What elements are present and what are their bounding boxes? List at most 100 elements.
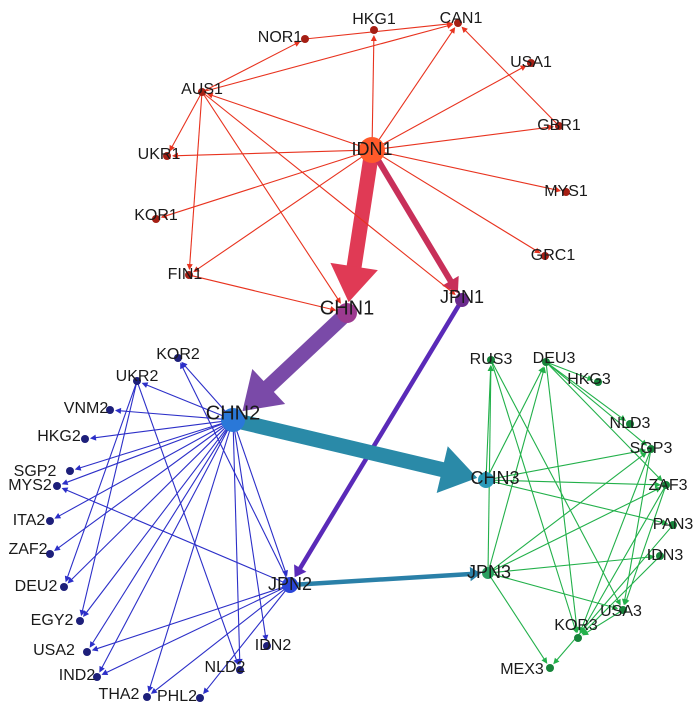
node-label-chn3: CHN3: [470, 468, 519, 488]
edge-usa3-kor3: [582, 610, 622, 636]
edge-line: [182, 367, 289, 581]
edge-idn1-kor1: [160, 151, 365, 219]
arrowhead: [656, 475, 663, 482]
arrowhead: [262, 634, 269, 642]
edge-chn2-egy2: [83, 425, 230, 618]
edge-line: [547, 363, 644, 443]
edge-chn2-sgp2: [74, 421, 227, 471]
arrowhead: [54, 545, 61, 552]
edge-aus1-jpn1: [203, 93, 456, 296]
edge-chn2-hkg2: [89, 420, 226, 441]
edge-line: [298, 302, 462, 570]
arrowhead: [330, 262, 378, 303]
edge-line: [491, 361, 619, 601]
edge-line: [203, 43, 296, 92]
node-can1: [454, 19, 462, 27]
edge-line: [171, 93, 202, 148]
node-label-jpn3: JPN3: [467, 562, 511, 582]
edge-line: [96, 585, 286, 650]
arrowhead: [54, 513, 62, 519]
edge-line: [490, 454, 643, 572]
edge-line: [106, 586, 286, 673]
edge-idn1-fin1: [193, 153, 366, 273]
arrowhead: [370, 34, 377, 42]
arrowhead: [186, 263, 193, 271]
edge-line: [189, 94, 203, 265]
edge-idn1-hkg1: [370, 34, 377, 143]
node-label-tha2: THA2: [99, 686, 140, 703]
edge-line: [101, 426, 231, 668]
node-label-ukr1: UKR1: [138, 146, 181, 163]
node-sgp3: [647, 445, 655, 453]
edge-line: [149, 426, 232, 688]
node-gbr1: [555, 122, 563, 130]
arrowhead: [329, 306, 337, 312]
node-label-phl2: PHL2: [157, 688, 197, 705]
edge-ukr2-egy2: [79, 383, 137, 617]
edge-line: [548, 362, 589, 379]
node-label-usa1: USA1: [510, 54, 552, 71]
node-ita2: [46, 517, 54, 525]
edge-jpn2-kor2: [180, 362, 289, 581]
arrowhead: [242, 368, 286, 412]
arrowhead: [442, 275, 459, 294]
edge-idn1-usa1: [378, 65, 527, 147]
edge-chn2-idn2: [233, 427, 269, 642]
node-chn2: [221, 408, 245, 432]
node-label-mex3: MEX3: [500, 661, 544, 678]
edge-chn2-deu2: [67, 424, 229, 584]
edge-line: [585, 557, 659, 631]
edge-idn1-mys1: [379, 151, 562, 193]
node-label-deu3: DEU3: [533, 350, 576, 367]
edge-jpn1-jpn2: [294, 302, 462, 578]
arrowhead: [640, 452, 648, 459]
edge-line: [624, 451, 652, 600]
node-label-jpn1: JPN1: [440, 287, 484, 307]
edge-line: [485, 370, 492, 476]
edge-line: [58, 423, 228, 549]
node-usa2: [83, 648, 91, 656]
node-idn3: [656, 552, 664, 560]
edge-rus3-usa3: [491, 361, 621, 606]
edge-deu3-zaf3: [547, 363, 663, 482]
label-layer: IDN1HKG1NOR1CAN1USA1AUS1GBR1UKR1MYS1KOR1…: [8, 10, 693, 705]
node-ukr1: [163, 152, 171, 160]
edge-line: [379, 126, 549, 150]
edge-aus1-chn1: [202, 93, 341, 304]
node-label-chn1: CHN1: [320, 297, 374, 319]
edge-chn2-mys2: [61, 422, 227, 485]
node-jpn3: [482, 567, 494, 579]
edge-line: [191, 275, 332, 310]
edge-line: [154, 587, 287, 691]
edge-line: [137, 383, 237, 661]
arrowhead: [160, 212, 168, 219]
node-tha2: [143, 693, 151, 701]
edge-jpn2-usa2: [91, 585, 286, 652]
node-label-nld3: NLD3: [610, 415, 651, 432]
node-egy2: [76, 617, 84, 625]
edge-ukr2-deu2: [64, 383, 137, 583]
edge-chn2-vnm2: [114, 407, 226, 420]
node-deu2: [60, 583, 68, 591]
edge-deu3-kor3: [545, 364, 580, 634]
node-label-can1: CAN1: [440, 10, 483, 27]
edge-chn2-tha2: [147, 426, 232, 693]
edge-line: [232, 427, 241, 660]
edge-line: [92, 425, 230, 644]
edge-line: [146, 384, 227, 418]
node-label-idn2: IDN2: [255, 637, 292, 654]
arrowhead: [547, 124, 555, 131]
edge-line: [491, 573, 614, 608]
node-label-nld2: NLD2: [205, 659, 246, 676]
edge-deu3-sgp3: [547, 363, 648, 446]
edge-jpn3-zaf3: [490, 487, 662, 572]
edge-jpn3-sgp3: [490, 452, 648, 572]
edge-line: [66, 489, 286, 584]
node-label-mys1: MYS1: [544, 183, 588, 200]
arrowhead: [64, 575, 71, 583]
node-label-hkg3: HKG3: [567, 371, 611, 388]
arrowhead: [487, 364, 494, 372]
edge-line: [490, 480, 663, 524]
arrowhead: [619, 415, 626, 422]
edge-line: [66, 422, 227, 483]
